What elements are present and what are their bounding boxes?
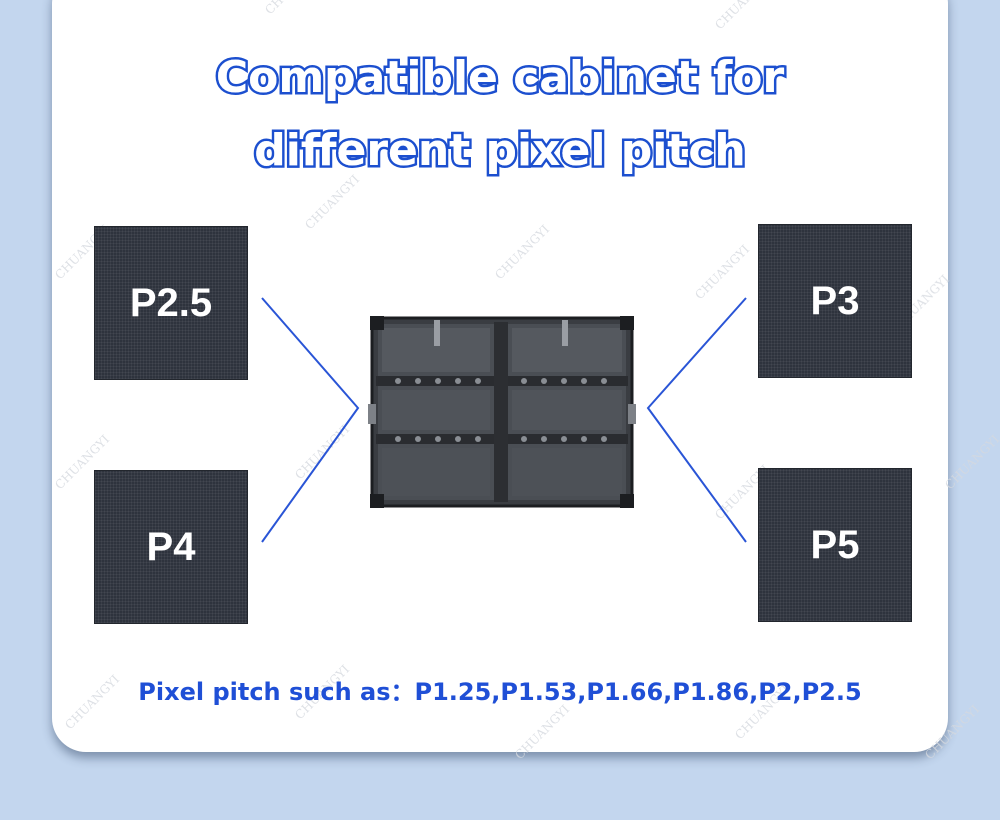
panel-top-left: P2.5 (94, 226, 248, 380)
panel-label: P5 (810, 522, 860, 567)
title-line-2-outline: different pixel pitch (252, 123, 749, 179)
right-connector (646, 297, 747, 543)
title-line-2: different pixel pitch (254, 125, 746, 176)
panel-bottom-left: P4 (94, 470, 248, 624)
left-connector (261, 297, 360, 543)
pixel-pitch-caption: Pixel pitch such as：P1.25,P1.53,P1.66,P1… (138, 678, 862, 706)
panel-label: P4 (146, 524, 196, 569)
panel-bottom-right: P5 (758, 468, 912, 622)
title-line-1-outline: Compatible cabinet for (213, 50, 786, 106)
panel-label: P2.5 (129, 280, 213, 325)
title-line-1: Compatible cabinet for (215, 52, 785, 103)
panel-label: P3 (810, 278, 860, 323)
cabinet-image (368, 316, 636, 508)
panel-top-right: P3 (758, 224, 912, 378)
